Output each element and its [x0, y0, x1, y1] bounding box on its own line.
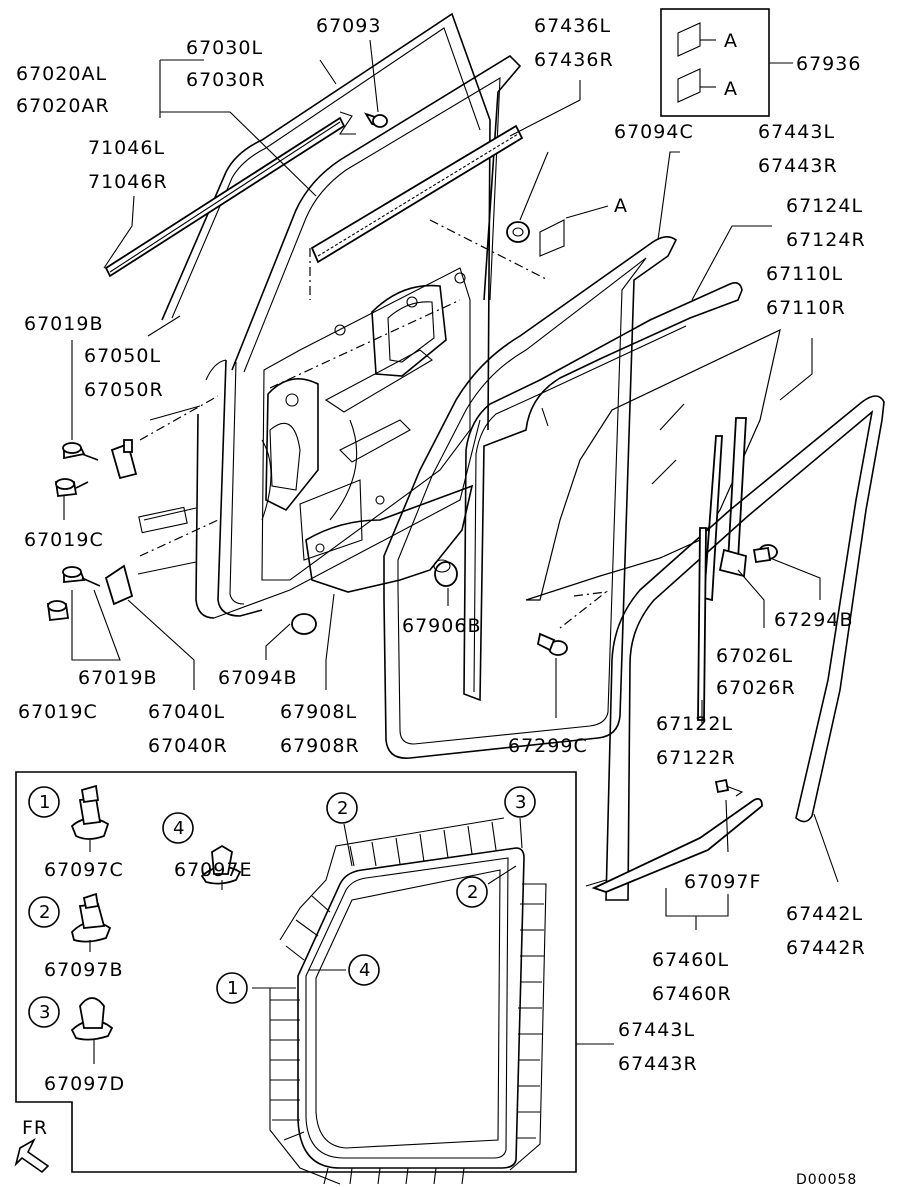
- label-67110R: 67110R: [766, 297, 846, 319]
- label-67908L: 67908L: [280, 701, 357, 723]
- label-67443L-top: 67443L: [758, 121, 835, 143]
- label-67110L: 67110L: [766, 263, 843, 285]
- clip-detail-box: [14, 771, 614, 1185]
- label-67436R: 67436R: [534, 49, 614, 71]
- label-A-marker: A: [614, 195, 628, 217]
- door-belt-weatherstrip-71046: [104, 116, 346, 278]
- callout-1-diagram: 1: [227, 978, 238, 999]
- label-67030R: 67030R: [186, 69, 266, 91]
- bolt-67299C: [536, 632, 568, 656]
- callout-circles: [28, 786, 536, 1028]
- bumper-67906B: [433, 559, 458, 587]
- label-67097E: 67097E: [174, 859, 252, 881]
- clip-67097E-icon: [200, 844, 242, 890]
- label-67026R: 67026R: [716, 677, 796, 699]
- callout-2-diagram-top: 2: [337, 798, 348, 819]
- label-71046L: 71046L: [88, 137, 165, 159]
- label-67050R: 67050R: [84, 379, 164, 401]
- inner-belt-67436: [310, 124, 524, 264]
- label-67442R: 67442R: [786, 937, 866, 959]
- callout-3-diagram: 3: [515, 792, 526, 813]
- door-weatherstrip-67443: [383, 236, 678, 759]
- screw-67093: [363, 112, 388, 128]
- label-67019B-bot: 67019B: [78, 667, 157, 689]
- callout-3-legend: 3: [39, 1002, 50, 1023]
- label-67019C-bot: 67019C: [18, 701, 98, 723]
- label-67124R: 67124R: [786, 229, 866, 251]
- label-67040R: 67040R: [148, 735, 228, 757]
- glass-run-channel-67124: [463, 282, 743, 702]
- division-bar-67122: [697, 527, 707, 721]
- legend-box-67936: [660, 8, 793, 117]
- callout-4-legend: 4: [173, 818, 184, 839]
- callout-1-legend: 1: [39, 792, 50, 813]
- label-67019B-top: 67019B: [24, 313, 103, 335]
- label-67460R: 67460R: [652, 983, 732, 1005]
- tape-A: [539, 219, 565, 257]
- label-67020AL: 67020AL: [16, 63, 107, 85]
- door-glass-67110: [525, 328, 781, 601]
- label-67097F: 67097F: [684, 871, 761, 893]
- label-67097C: 67097C: [44, 859, 124, 881]
- plug-67094C: [506, 221, 530, 243]
- label-67040L: 67040L: [148, 701, 225, 723]
- callout-4-diagram: 4: [359, 960, 370, 981]
- label-67093: 67093: [316, 15, 381, 37]
- label-67097B: 67097B: [44, 959, 123, 981]
- hinge-lower-67040: [104, 564, 134, 606]
- label-67094B: 67094B: [218, 667, 297, 689]
- part-labels: 67093 67030L 67030R 67020AL 67020AR 6743…: [16, 15, 866, 1187]
- sealing-screen-67908: [305, 484, 474, 593]
- door-outer-frame: [137, 12, 522, 619]
- alignment-dashes: [139, 219, 609, 629]
- callout-numbers: 1 4 2 3 1 2 3 2 4: [39, 792, 526, 1023]
- clip-67097C-icon: [70, 784, 110, 852]
- legend-a2: A: [724, 78, 738, 100]
- glass-channel-67026: [703, 417, 747, 602]
- label-67019C-mid: 67019C: [24, 529, 104, 551]
- label-67436L: 67436L: [534, 15, 611, 37]
- door-inner-panel: [261, 267, 471, 581]
- body-weatherstrip-67442: [605, 395, 885, 901]
- label-67442L: 67442L: [786, 903, 863, 925]
- lower-sill-67460: [585, 778, 763, 893]
- bolts-67019: [46, 442, 101, 621]
- hinge-upper-67050: [110, 439, 138, 480]
- label-67936: 67936: [796, 53, 861, 75]
- label-67906B: 67906B: [402, 615, 481, 637]
- label-67443R-bot: 67443R: [618, 1053, 698, 1075]
- drawing-code: D00058: [796, 1172, 857, 1187]
- label-67908R: 67908R: [280, 735, 360, 757]
- callout-2-legend: 2: [39, 902, 50, 923]
- label-67097D: 67097D: [44, 1073, 125, 1095]
- label-67094C: 67094C: [614, 121, 694, 143]
- bolt-67294B: [752, 544, 778, 564]
- label-67026L: 67026L: [716, 645, 793, 667]
- label-67122L: 67122L: [656, 713, 733, 735]
- plug-67094B: [291, 613, 317, 635]
- label-67460L: 67460L: [652, 949, 729, 971]
- label-67050L: 67050L: [84, 345, 161, 367]
- label-fr: FR: [22, 1117, 48, 1139]
- label-67299C: 67299C: [508, 735, 588, 757]
- label-67443L-bot: 67443L: [618, 1019, 695, 1041]
- label-67124L: 67124L: [786, 195, 863, 217]
- label-71046R: 71046R: [88, 171, 168, 193]
- clip-67097D-icon: [70, 997, 114, 1064]
- callout-2-diagram-inner: 2: [467, 882, 478, 903]
- label-67030L: 67030L: [186, 37, 263, 59]
- legend-a1: A: [724, 30, 738, 52]
- label-67443R-top: 67443R: [758, 155, 838, 177]
- label-67294B: 67294B: [774, 609, 853, 631]
- label-67122R: 67122R: [656, 747, 736, 769]
- clip-67097B-icon: [71, 892, 112, 952]
- label-67020AR: 67020AR: [16, 95, 110, 117]
- leader-lines: [63, 59, 839, 930]
